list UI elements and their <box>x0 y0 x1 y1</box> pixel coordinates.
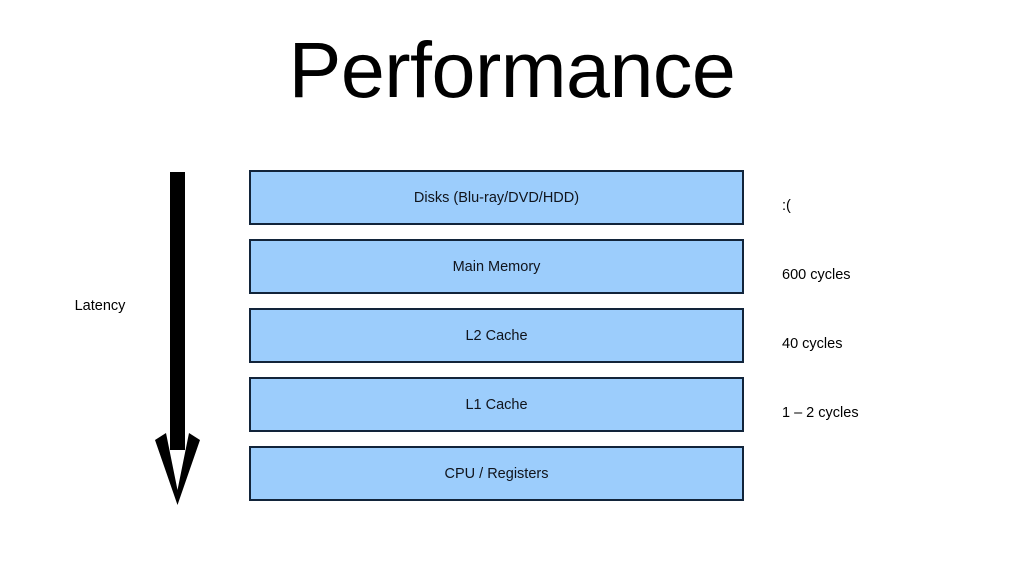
memory-hierarchy: Disks (Blu-ray/DVD/HDD) Main Memory L2 C… <box>249 170 744 501</box>
down-arrow-icon <box>155 172 200 505</box>
memory-level-main-memory[interactable]: Main Memory <box>249 239 744 294</box>
memory-level-l1-cache[interactable]: L1 Cache <box>249 377 744 432</box>
memory-level-label: Disks (Blu-ray/DVD/HDD) <box>413 189 580 206</box>
memory-level-label: L2 Cache <box>465 327 528 344</box>
latency-value-main-memory: 600 cycles <box>782 267 851 283</box>
hierarchy-row: L1 Cache <box>249 377 744 432</box>
annotation-row: 600 cycles <box>782 239 1012 294</box>
annotation-row: 40 cycles <box>782 308 1012 363</box>
annotation-row <box>782 446 1012 501</box>
memory-level-disks[interactable]: Disks (Blu-ray/DVD/HDD) <box>249 170 744 225</box>
memory-level-l2-cache[interactable]: L2 Cache <box>249 308 744 363</box>
hierarchy-row: CPU / Registers <box>249 446 744 501</box>
memory-level-label: Main Memory <box>452 258 541 275</box>
memory-level-label: CPU / Registers <box>444 465 549 482</box>
hierarchy-row: Main Memory <box>249 239 744 294</box>
latency-axis-label: Latency <box>74 298 126 314</box>
annotation-row: :( <box>782 170 1012 225</box>
memory-level-label: L1 Cache <box>465 396 528 413</box>
annotation-row: 1 – 2 cycles <box>782 377 1012 432</box>
memory-level-cpu-registers[interactable]: CPU / Registers <box>249 446 744 501</box>
latency-value-disks: :( <box>782 198 791 214</box>
hierarchy-row: L2 Cache <box>249 308 744 363</box>
latency-value-l2-cache: 40 cycles <box>782 336 843 352</box>
latency-annotations: :( 600 cycles 40 cycles 1 – 2 cycles <box>782 170 1012 501</box>
page-title: Performance <box>288 25 736 114</box>
latency-arrow <box>150 165 210 505</box>
latency-value-l1-cache: 1 – 2 cycles <box>782 405 859 421</box>
hierarchy-row: Disks (Blu-ray/DVD/HDD) <box>249 170 744 225</box>
